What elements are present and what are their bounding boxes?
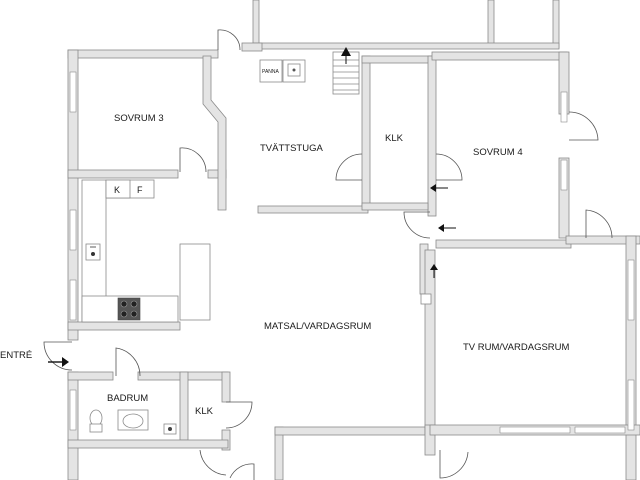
entrance-arrow [48,357,69,367]
badrum-label: BADRUM [107,393,148,404]
top-room-walls [252,0,560,50]
f-label: F [137,185,143,195]
doors [43,29,613,480]
windows [69,71,635,434]
air-flow-arrow-icon [430,264,438,270]
stairs [332,47,360,95]
laundry-fixtures: PANNA [259,59,306,83]
klk-top-label: KLK [385,133,404,144]
klk-bottom-label: KLK [195,406,214,417]
stairs-up-arrow-icon [341,47,351,56]
air-flow-arrows [420,184,456,305]
tv-rum-label: TV RUM/VARDAGSRUM [463,342,570,353]
tvattstuga-label: TVÄTTSTUGA [260,143,323,154]
panna-label: PANNA [262,69,280,75]
matsal-label: MATSAL/VARDAGSRUM [264,321,371,332]
sovrum4-label: SOVRUM 4 [473,147,523,158]
walls [67,42,640,480]
entre-label: ENTRÉ [0,350,32,361]
sovrum3-label: SOVRUM 3 [114,113,164,124]
air-flow-arrow-icon [430,184,436,192]
entrance-arrow-icon [62,357,69,367]
bathroom-fixtures [89,409,177,435]
kitchen: K F [81,179,211,323]
air-flow-arrow-icon [438,224,444,232]
k-label: K [114,185,120,195]
